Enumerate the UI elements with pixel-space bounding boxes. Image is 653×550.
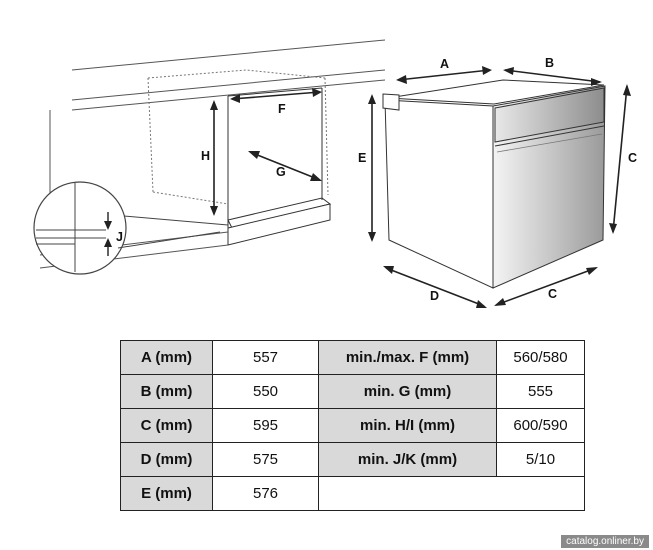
label-g: G — [276, 165, 286, 179]
table-cell: D (mm) — [120, 442, 213, 477]
label-e: E — [358, 151, 366, 165]
table-cell: 600/590 — [496, 408, 585, 443]
table-cell: E (mm) — [120, 476, 213, 511]
label-h: H — [201, 149, 210, 163]
dimension-c-depth-arrow — [494, 267, 598, 306]
table-cell: B (mm) — [120, 374, 213, 409]
oven-drawing — [382, 79, 606, 289]
table-empty-cell — [318, 476, 585, 511]
dimensions-table: A (mm) 557 min./max. F (mm) 560/580 B (m… — [120, 340, 585, 511]
dimension-e-arrow — [368, 94, 376, 242]
table-cell: A (mm) — [120, 340, 213, 375]
label-c-depth: C — [548, 287, 557, 301]
detail-magnifier — [33, 181, 229, 275]
label-a: A — [440, 57, 449, 71]
dimension-f-arrow — [230, 88, 322, 103]
watermark: catalog.onliner.by — [561, 535, 649, 548]
table-cell: min. J/K (mm) — [318, 442, 497, 477]
table-cell: min. G (mm) — [318, 374, 497, 409]
table-cell: 595 — [212, 408, 319, 443]
table-row: B (mm) 550 min. G (mm) 555 — [120, 374, 585, 409]
label-c-height: C — [628, 151, 637, 165]
dimension-g-arrow — [248, 151, 322, 181]
dimension-d-arrow — [383, 266, 487, 308]
table-row: A (mm) 557 min./max. F (mm) 560/580 — [120, 340, 585, 375]
label-b: B — [545, 56, 554, 70]
table-cell: 560/580 — [496, 340, 585, 375]
table-cell: min. H/I (mm) — [318, 408, 497, 443]
label-d: D — [430, 289, 439, 303]
table-cell: 5/10 — [496, 442, 585, 477]
table-row: D (mm) 575 min. J/K (mm) 5/10 — [120, 442, 585, 477]
table-cell: C (mm) — [120, 408, 213, 443]
table-cell: 555 — [496, 374, 585, 409]
label-j: J — [116, 230, 123, 244]
table-row: C (mm) 595 min. H/I (mm) 600/590 — [120, 408, 585, 443]
installation-diagram: H F G J — [33, 39, 637, 308]
table-cell: 576 — [212, 476, 319, 511]
table-cell: 550 — [212, 374, 319, 409]
table-row: E (mm) 576 — [120, 476, 585, 511]
dimension-h-arrow — [210, 100, 218, 216]
dimension-b-arrow — [503, 67, 602, 86]
label-f: F — [278, 102, 286, 116]
table-cell: min./max. F (mm) — [318, 340, 497, 375]
table-cell: 575 — [212, 442, 319, 477]
dimension-a-arrow — [396, 66, 492, 84]
dimension-c-height-arrow — [609, 84, 631, 234]
table-cell: 557 — [212, 340, 319, 375]
